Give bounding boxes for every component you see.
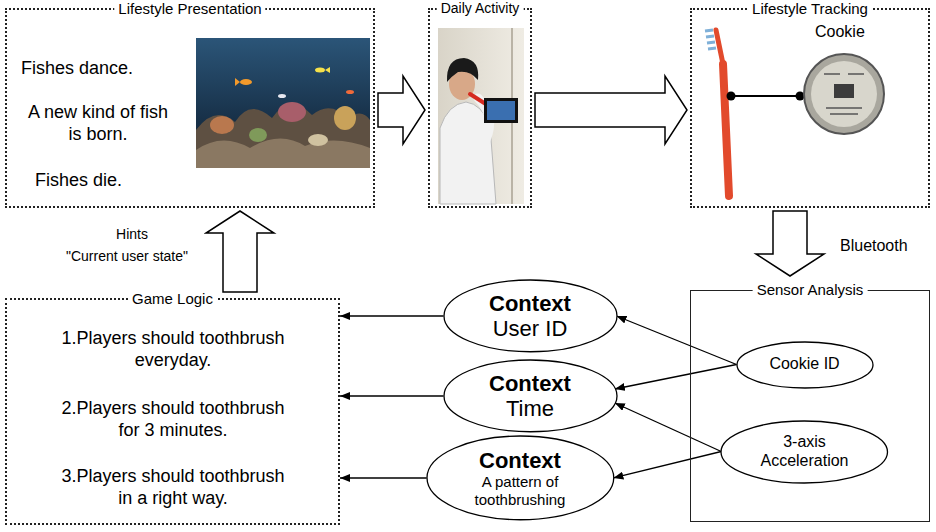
aquarium-rocks — [196, 138, 370, 168]
panel-heading: Game Logic — [128, 290, 217, 308]
connector-arrow — [617, 316, 737, 365]
game-logic-panel: Game Logic1.Players should toothbrush ev… — [5, 298, 340, 525]
panel-heading: Daily Activity — [437, 0, 524, 17]
fish-body — [240, 79, 252, 85]
ellipse-content: ContextUser ID — [443, 279, 618, 353]
context-value: User ID — [493, 316, 568, 341]
state-text: Fishes die. — [35, 170, 122, 192]
attachment-line — [731, 95, 800, 97]
ellipse-content: Cookie ID — [736, 341, 874, 389]
context-value: Time — [506, 396, 554, 421]
fish-tail — [325, 67, 330, 73]
connector-arrow — [615, 365, 737, 389]
context-heading: Context — [479, 448, 561, 473]
fish — [235, 67, 354, 98]
coral — [308, 134, 328, 146]
toothbrush-bristles — [705, 30, 716, 49]
photo-wall — [438, 28, 524, 204]
toothbrush-figure — [705, 30, 729, 196]
ellipse-shape — [721, 421, 888, 483]
toothbrush-neck — [716, 30, 723, 64]
display-content — [487, 101, 515, 120]
sensor-value: Cookie ID — [769, 355, 839, 373]
fish-body — [346, 90, 354, 94]
state-text: A new kind of fish is born. — [23, 102, 173, 145]
ellipse-shape — [427, 436, 614, 520]
display-screen — [484, 98, 518, 123]
block-arrow — [535, 76, 687, 144]
toothbrush-handle — [723, 64, 729, 196]
sensor-chip — [834, 84, 854, 98]
state-text: Fishes dance. — [21, 58, 133, 80]
presentation-panel: Lifestyle PresentationFishes dance.A new… — [5, 8, 375, 208]
sensor-face — [811, 61, 877, 127]
context-heading: Context — [489, 291, 571, 316]
panel-heading: Lifestyle Tracking — [748, 0, 872, 18]
aquarium-picture — [196, 38, 370, 168]
coral — [249, 128, 267, 142]
connector-arrow — [615, 403, 721, 452]
rule-text: 2.Players should toothbrush for 3 minute… — [55, 398, 291, 441]
rule-text: 1.Players should toothbrush everyday. — [55, 328, 291, 371]
tracking-panel: Lifestyle TrackingCookie — [690, 8, 930, 208]
aquarium-water — [196, 38, 370, 168]
fish-tail — [235, 78, 240, 86]
block-arrow — [756, 211, 824, 276]
sensor-marking — [824, 74, 864, 114]
coral — [278, 102, 306, 122]
person-hair — [447, 58, 478, 82]
panel-heading: Sensor Analysis — [753, 281, 868, 299]
fish-body — [315, 68, 325, 73]
edge-label: Bluetooth — [838, 236, 910, 255]
sensor-case — [804, 54, 884, 134]
part-label: Cookie — [815, 22, 865, 41]
connector-arrow — [613, 452, 721, 478]
block-arrow — [378, 76, 425, 144]
ellipse-content: ContextTime — [443, 359, 618, 433]
sensor-ellipse: 3-axis Acceleration — [720, 420, 889, 484]
connector-arrow — [340, 315, 444, 316]
sensor-value: 3-axis Acceleration — [750, 433, 860, 470]
panel-heading: Lifestyle Presentation — [114, 0, 265, 18]
cookie-sensor-figure — [804, 54, 884, 134]
fish-body — [278, 94, 286, 98]
sensor-ellipse: Cookie ID — [736, 341, 874, 389]
coral — [334, 106, 356, 130]
context-ellipse: ContextUser ID — [443, 279, 618, 353]
context-heading: Context — [489, 371, 571, 396]
context-ellipse: ContextTime — [443, 359, 618, 433]
ellipse-shape — [444, 280, 617, 352]
connector-arrow — [340, 477, 427, 478]
ellipse-content: 3-axis Acceleration — [720, 420, 889, 484]
activity-panel: Daily Activity — [428, 8, 532, 208]
activity-photo — [438, 28, 524, 204]
context-value: A pattern of toothbrushing — [458, 473, 583, 508]
sensor-panel: Cookie ID3-axis AccelerationSensor Analy… — [690, 290, 930, 522]
context-ellipse: ContextA pattern of toothbrushing — [426, 435, 615, 521]
ellipse-shape — [737, 342, 873, 388]
block-arrow — [206, 211, 274, 292]
edge-label: Hints — [60, 226, 204, 243]
hint-label: "Current user state" — [45, 248, 209, 265]
sensor-link — [727, 92, 805, 101]
coral — [210, 116, 234, 134]
rule-text: 3.Players should toothbrush in a right w… — [55, 466, 291, 509]
ellipse-content: ContextA pattern of toothbrushing — [426, 435, 615, 521]
ellipse-shape — [444, 360, 617, 432]
attachment-dot — [727, 92, 736, 101]
connector-arrow — [340, 395, 444, 396]
